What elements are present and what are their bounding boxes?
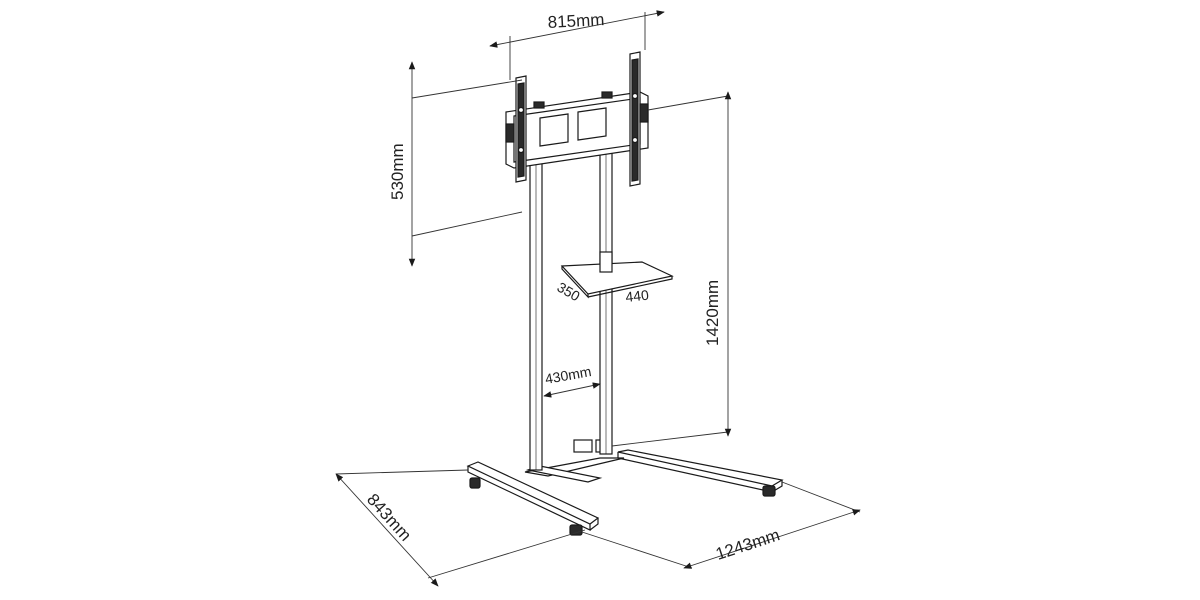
label-mount-height: 530mm	[388, 143, 407, 200]
caster-right	[762, 485, 776, 497]
label-pillar-spacing: 430mm	[544, 363, 593, 387]
base-frame	[466, 439, 784, 531]
caster-front	[569, 524, 583, 536]
dimension-lines	[335, 10, 861, 587]
pillars	[529, 151, 613, 471]
label-base-width: 1243mm	[713, 525, 782, 564]
shelf	[560, 251, 674, 299]
stand-structure	[466, 51, 784, 536]
caster-wheels	[469, 477, 776, 536]
label-mount-width: 815mm	[547, 10, 605, 32]
vesa-mount	[505, 51, 649, 187]
label-total-height: 1420mm	[703, 280, 722, 346]
label-shelf-width: 440	[625, 287, 650, 305]
label-base-depth: 843mm	[363, 490, 415, 545]
caster-front-left	[469, 477, 481, 489]
